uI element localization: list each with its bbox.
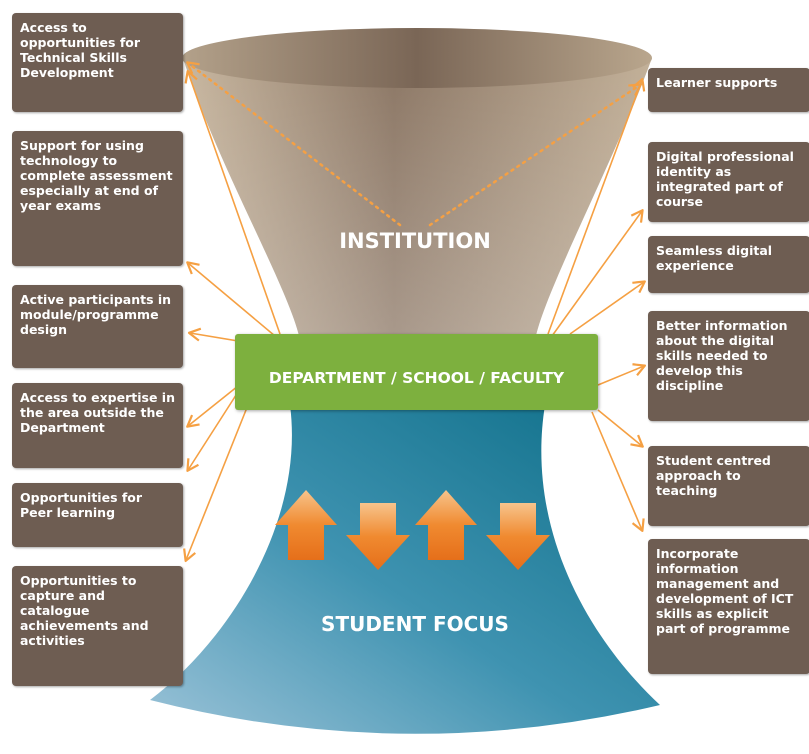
department-box	[235, 334, 598, 410]
right-item-better-information: Better information about the digital ski…	[648, 311, 809, 421]
institution-rim	[182, 28, 652, 88]
left-item-access-expertise: Access to expertise in the area outside …	[12, 383, 183, 468]
down-arrow-icon	[346, 503, 410, 570]
department-label: DEPARTMENT / SCHOOL / FACULTY	[268, 369, 565, 387]
right-item-student-centred: Student centred approach to teaching	[648, 446, 809, 526]
left-item-peer-learning: Opportunities for Peer learning	[12, 483, 183, 547]
dotted-connector	[428, 83, 642, 227]
right-item-learner-supports: Learner supports	[648, 68, 809, 112]
student-focus-shape	[150, 405, 660, 734]
institution-label: INSTITUTION	[339, 229, 491, 253]
left-item-assessment-support: Support for using technology to complete…	[12, 131, 183, 266]
left-item-active-participants: Active participants in module/programme …	[12, 285, 183, 368]
up-arrow-icon	[275, 490, 337, 560]
left-item-technical-skills: Access to opportunities for Technical Sk…	[12, 13, 183, 112]
right-item-seamless-experience: Seamless digital experience	[648, 236, 809, 293]
right-item-ict-skills: Incorporate information management and d…	[648, 539, 809, 674]
dotted-connector	[186, 61, 402, 227]
student-arrows	[275, 490, 550, 570]
student-focus-label: STUDENT FOCUS	[321, 612, 509, 636]
left-item-capture-achievements: Opportunities to capture and catalogue a…	[12, 566, 183, 686]
right-connectors	[547, 77, 647, 533]
right-item-digital-identity: Digital professional identity as integra…	[648, 142, 809, 222]
up-arrow-icon	[415, 490, 477, 560]
down-arrow-icon	[486, 503, 550, 570]
